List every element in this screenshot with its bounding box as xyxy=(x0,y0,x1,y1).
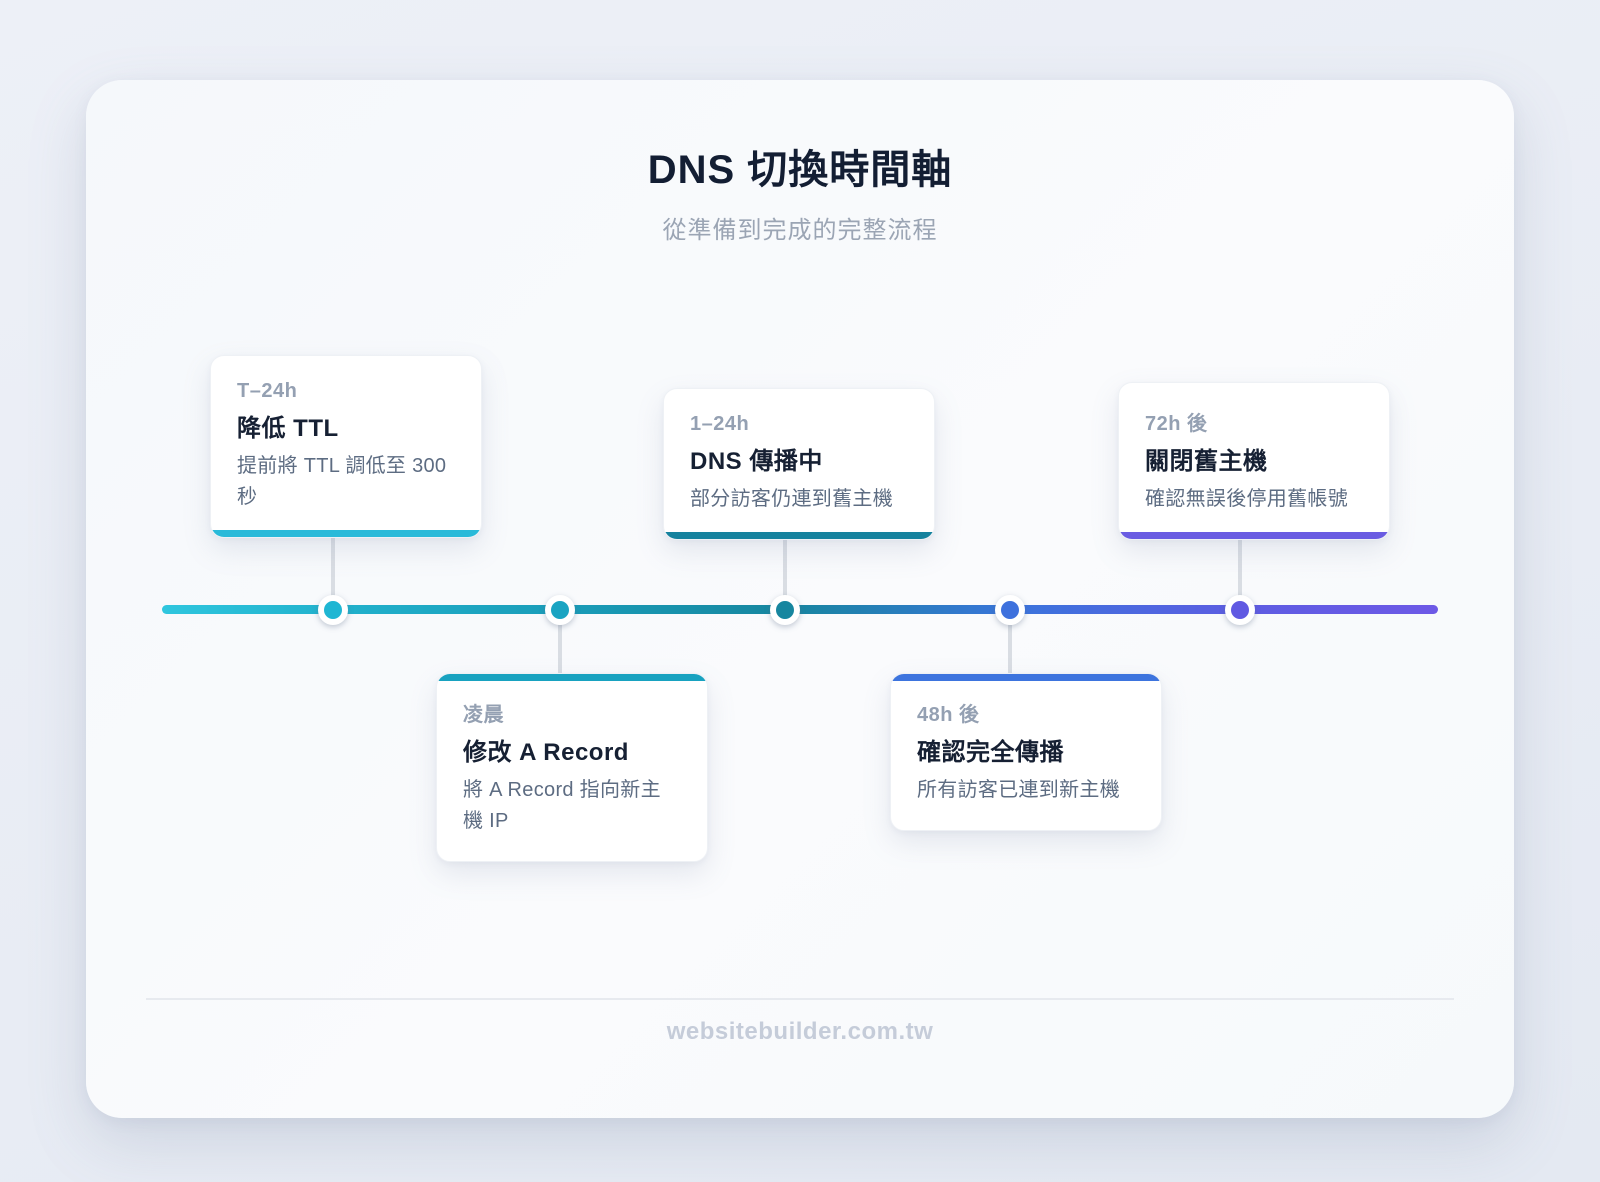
card-time: 1–24h xyxy=(690,413,750,435)
timeline-node-2 xyxy=(545,595,575,625)
card-accent-bar xyxy=(664,532,934,539)
timeline-card-dns-propagating: 1–24h DNS 傳播中 部分訪客仍連到舊主機 xyxy=(663,388,935,540)
page-title: DNS 切換時間軸 xyxy=(647,148,953,192)
card-title: 修改 A Record xyxy=(463,739,629,766)
card-title: DNS 傳播中 xyxy=(690,448,823,475)
timeline-node-5 xyxy=(1225,595,1255,625)
infographic-panel: DNS 切換時間軸 從準備到完成的完整流程 T–24h 降低 TTL 提前將 T… xyxy=(86,80,1514,1118)
timeline-line xyxy=(162,605,1438,614)
card-accent-bar xyxy=(437,674,707,681)
card-accent-bar xyxy=(891,674,1161,681)
timeline-card-shutdown-old-host: 72h 後 關閉舊主機 確認無誤後停用舊帳號 xyxy=(1118,382,1390,540)
connector-stem-5 xyxy=(1238,540,1242,596)
card-title: 關閉舊主機 xyxy=(1145,448,1268,475)
card-desc: 將 A Record 指向新主機 IP xyxy=(463,779,661,832)
timeline-node-1 xyxy=(318,595,348,625)
page-subtitle: 從準備到完成的完整流程 xyxy=(662,217,938,244)
connector-stem-2 xyxy=(558,625,562,673)
card-desc: 確認無誤後停用舊帳號 xyxy=(1145,488,1348,510)
card-accent-bar xyxy=(1119,532,1389,539)
connector-stem-3 xyxy=(783,540,787,596)
card-time: 48h 後 xyxy=(917,704,980,726)
footer-divider xyxy=(146,998,1454,1000)
card-time: T–24h xyxy=(237,380,298,402)
card-title: 降低 TTL xyxy=(237,415,339,442)
footer-watermark: websitebuilder.com.tw xyxy=(666,1018,934,1045)
card-time: 凌晨 xyxy=(463,704,504,726)
timeline-card-change-a-record: 凌晨 修改 A Record 將 A Record 指向新主機 IP xyxy=(436,673,708,862)
timeline-node-3 xyxy=(770,595,800,625)
card-desc: 所有訪客已連到新主機 xyxy=(917,779,1120,801)
timeline-card-confirm-propagation: 48h 後 確認完全傳播 所有訪客已連到新主機 xyxy=(890,673,1162,831)
card-desc: 提前將 TTL 調低至 300 秒 xyxy=(237,455,447,508)
timeline-node-4 xyxy=(995,595,1025,625)
header: DNS 切換時間軸 從準備到完成的完整流程 xyxy=(86,146,1514,245)
card-desc: 部分訪客仍連到舊主機 xyxy=(690,488,893,510)
connector-stem-1 xyxy=(331,538,335,596)
card-time: 72h 後 xyxy=(1145,413,1208,435)
connector-stem-4 xyxy=(1008,625,1012,673)
card-title: 確認完全傳播 xyxy=(917,739,1064,766)
card-accent-bar xyxy=(211,530,481,537)
timeline-card-lower-ttl: T–24h 降低 TTL 提前將 TTL 調低至 300 秒 xyxy=(210,355,482,538)
